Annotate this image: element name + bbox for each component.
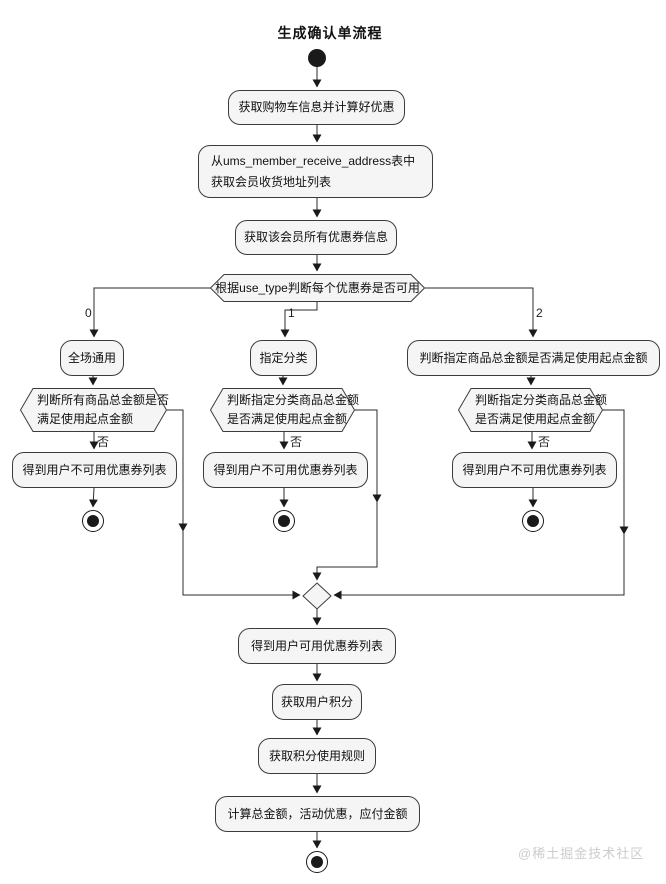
edge-else-left-a: [167, 409, 188, 532]
end-node-final: [306, 851, 328, 873]
edge-else-right-b: [333, 534, 625, 600]
activity-unavailable-mid: 得到用户不可用优惠券列表: [203, 452, 368, 488]
activity-unavailable-left: 得到用户不可用优惠券列表: [12, 452, 177, 488]
activity-points-rule: 获取积分使用规则: [258, 738, 376, 774]
edge-else-mid-a: [355, 409, 382, 503]
decision-category-amount-shape: [210, 388, 355, 432]
decision-all-amount-shape: [20, 388, 167, 432]
diagram-title: 生成确认单流程: [277, 25, 383, 41]
no-label-left: 否: [97, 435, 110, 449]
edge-branch-1: [280, 302, 318, 338]
activity-branch-product: 判断指定商品总金额是否满足使用起点金额: [407, 340, 660, 376]
edge-else-right-a: [603, 409, 629, 535]
activity-branch-product-label: 判断指定商品总金额是否满足使用起点金额: [419, 350, 648, 365]
edge-else-left-b: [182, 531, 301, 600]
activity-get-cart-label: 获取购物车信息并计算好优惠: [238, 100, 395, 115]
activity-calc-amount: 计算总金额，活动优惠，应付金额: [215, 796, 420, 832]
activity-get-address-line2: 获取会员收货地址列表: [211, 174, 332, 189]
activity-get-coupons-label: 获取该会员所有优惠券信息: [243, 230, 388, 245]
end-node-left: [82, 510, 104, 532]
activity-unavailable-mid-label: 得到用户不可用优惠券列表: [213, 462, 358, 477]
decision-product-amount: 判断指定分类商品总金额 是否满足使用起点金额: [458, 388, 607, 432]
activity-get-points: 获取用户积分: [272, 684, 362, 720]
activity-get-coupons: 获取该会员所有优惠券信息: [235, 220, 397, 255]
branch-label-2: 2: [536, 306, 543, 320]
activity-get-points-label: 获取用户积分: [280, 694, 353, 709]
activity-calc-amount-label: 计算总金额，活动优惠，应付金额: [227, 806, 408, 821]
activity-get-address-line1: 从ums_member_receive_address表中: [211, 154, 416, 169]
no-label-mid: 否: [290, 435, 303, 449]
decision-product-amount-line2: 是否满足使用起点金额: [475, 412, 596, 426]
decision-use-type-shape: [210, 274, 425, 302]
activity-unavailable-left-label: 得到用户不可用优惠券列表: [22, 462, 167, 477]
decision-all-amount: 判断所有商品总金额是否 满足使用起点金额: [20, 388, 170, 432]
end-node-mid-dot: [278, 515, 290, 527]
edge-else-mid-b: [312, 502, 378, 581]
activity-branch-category-label: 指定分类: [259, 350, 308, 365]
no-label-right: 否: [538, 435, 551, 449]
activity-branch-all: 全场通用: [60, 340, 124, 376]
end-node-right-dot: [527, 515, 539, 527]
decision-product-amount-line1: 判断指定分类商品总金额: [475, 393, 608, 408]
decision-use-type: 根据use_type判断每个优惠券是否可用: [210, 274, 425, 302]
decision-use-type-label: 根据use_type判断每个优惠券是否可用: [215, 280, 420, 295]
end-node-right: [522, 510, 544, 532]
decision-all-amount-line2: 满足使用起点金额: [37, 412, 134, 426]
end-node-left-dot: [87, 515, 99, 527]
decision-category-amount-line2: 是否满足使用起点金额: [227, 412, 348, 426]
activity-unavailable-right-label: 得到用户不可用优惠券列表: [462, 462, 607, 477]
activity-get-address: 从ums_member_receive_address表中 获取会员收货地址列表: [198, 145, 433, 198]
activity-points-rule-label: 获取积分使用规则: [268, 748, 365, 763]
decision-category-amount: 判断指定分类商品总金额 是否满足使用起点金额: [210, 388, 359, 432]
watermark: @稀土掘金技术社区: [518, 846, 645, 861]
decision-all-amount-line1: 判断所有商品总金额是否: [37, 393, 170, 408]
edge-branch-0: [89, 287, 210, 338]
activity-available-list: 得到用户可用优惠券列表: [238, 628, 396, 664]
activity-available-list-label: 得到用户可用优惠券列表: [250, 638, 383, 653]
merge-diamond: [302, 582, 332, 610]
edge-branch-2: [425, 287, 538, 338]
activity-branch-category: 指定分类: [250, 340, 317, 376]
start-node: [308, 49, 326, 67]
decision-product-amount-shape: [458, 388, 603, 432]
end-node-mid: [273, 510, 295, 532]
decision-category-amount-line1: 判断指定分类商品总金额: [227, 393, 360, 408]
activity-branch-all-label: 全场通用: [67, 350, 116, 365]
edge-unavail-left-to-end: [88, 487, 98, 508]
branch-label-0: 0: [85, 306, 92, 320]
branch-label-1: 1: [288, 306, 295, 320]
end-node-final-dot: [311, 856, 323, 868]
activity-get-cart: 获取购物车信息并计算好优惠: [228, 90, 405, 125]
activity-unavailable-right: 得到用户不可用优惠券列表: [452, 452, 617, 488]
